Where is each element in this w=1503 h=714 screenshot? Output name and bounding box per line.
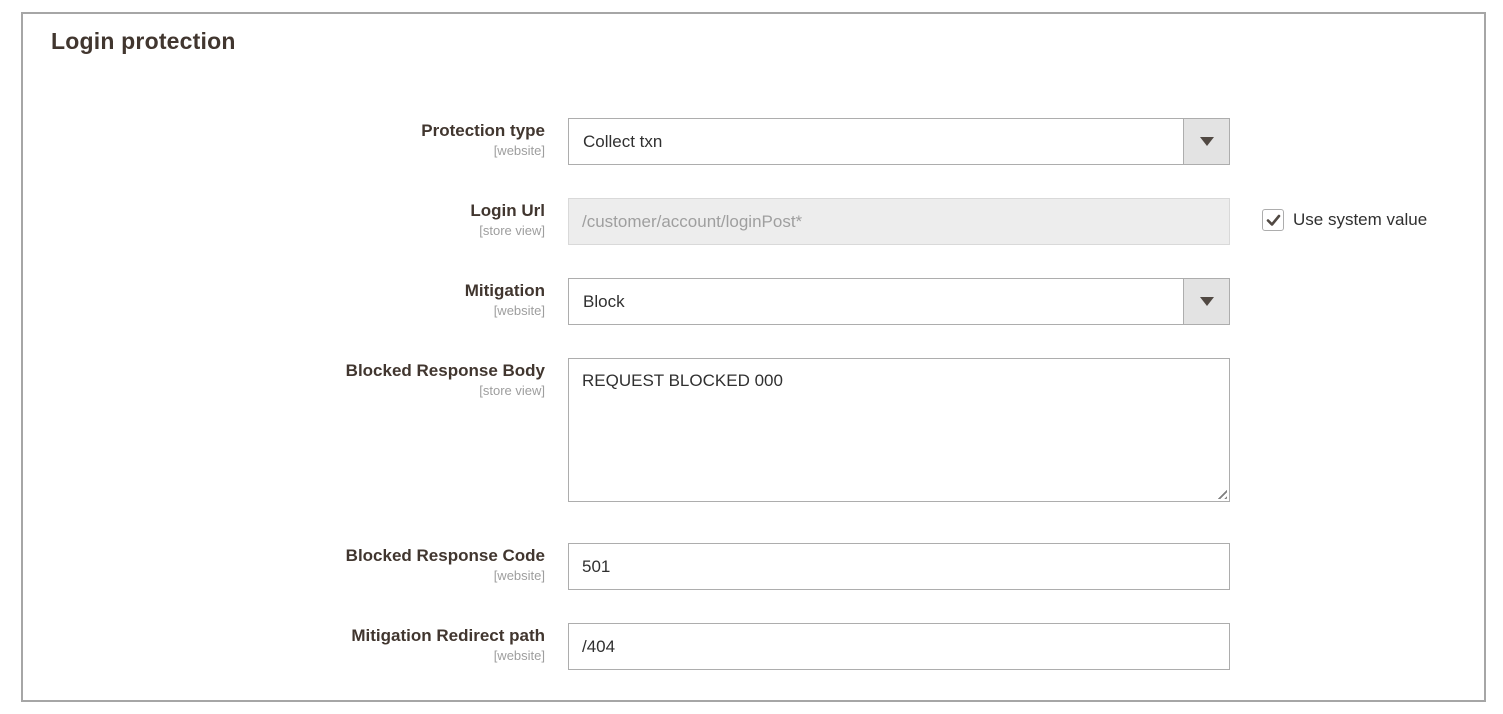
protection-type-select[interactable]: Collect txn <box>568 118 1230 165</box>
field-label-block: Protection type [website] <box>23 121 545 159</box>
resize-handle-icon[interactable] <box>1215 487 1227 499</box>
field-label: Protection type <box>421 121 545 140</box>
caret-down-icon <box>1199 137 1214 146</box>
field-label-block: Blocked Response Body [store view] <box>23 361 545 399</box>
field-label: Blocked Response Code <box>345 546 545 565</box>
field-label: Mitigation <box>464 281 545 300</box>
field-scope-note: [website] <box>493 648 545 663</box>
field-label-block: Blocked Response Code [website] <box>23 546 545 584</box>
field-label: Blocked Response Body <box>345 361 545 380</box>
field-label-block: Mitigation [website] <box>23 281 545 319</box>
field-label-block: Login Url [store view] <box>23 201 545 239</box>
use-system-value-control[interactable]: Use system value <box>1262 209 1427 231</box>
blocked-response-code-input[interactable] <box>568 543 1230 590</box>
checkmark-icon <box>1266 214 1280 226</box>
mitigation-select[interactable]: Block <box>568 278 1230 325</box>
field-scope-note: [website] <box>493 143 545 158</box>
selected-option-label: Block <box>583 291 625 311</box>
selected-option-label: Collect txn <box>583 131 663 151</box>
login-protection-section: Login protection Protection type [websit… <box>21 12 1486 702</box>
select-dropdown-button[interactable] <box>1183 119 1229 164</box>
select-dropdown-button[interactable] <box>1183 279 1229 324</box>
page-title: Login protection <box>51 28 236 54</box>
field-scope-note: [store view] <box>479 223 545 238</box>
field-scope-note: [website] <box>493 568 545 583</box>
field-label: Mitigation Redirect path <box>351 626 545 645</box>
field-label-block: Mitigation Redirect path [website] <box>23 626 545 664</box>
field-scope-note: [website] <box>493 303 545 318</box>
use-system-value-checkbox[interactable] <box>1262 209 1284 231</box>
mitigation-redirect-path-input[interactable] <box>568 623 1230 670</box>
use-system-value-label[interactable]: Use system value <box>1293 210 1428 229</box>
caret-down-icon <box>1199 297 1214 306</box>
field-label: Login Url <box>470 201 545 220</box>
field-scope-note: [store view] <box>479 383 545 398</box>
login-url-input[interactable] <box>568 198 1230 245</box>
blocked-response-body-textarea[interactable]: REQUEST BLOCKED 000 <box>568 358 1230 502</box>
